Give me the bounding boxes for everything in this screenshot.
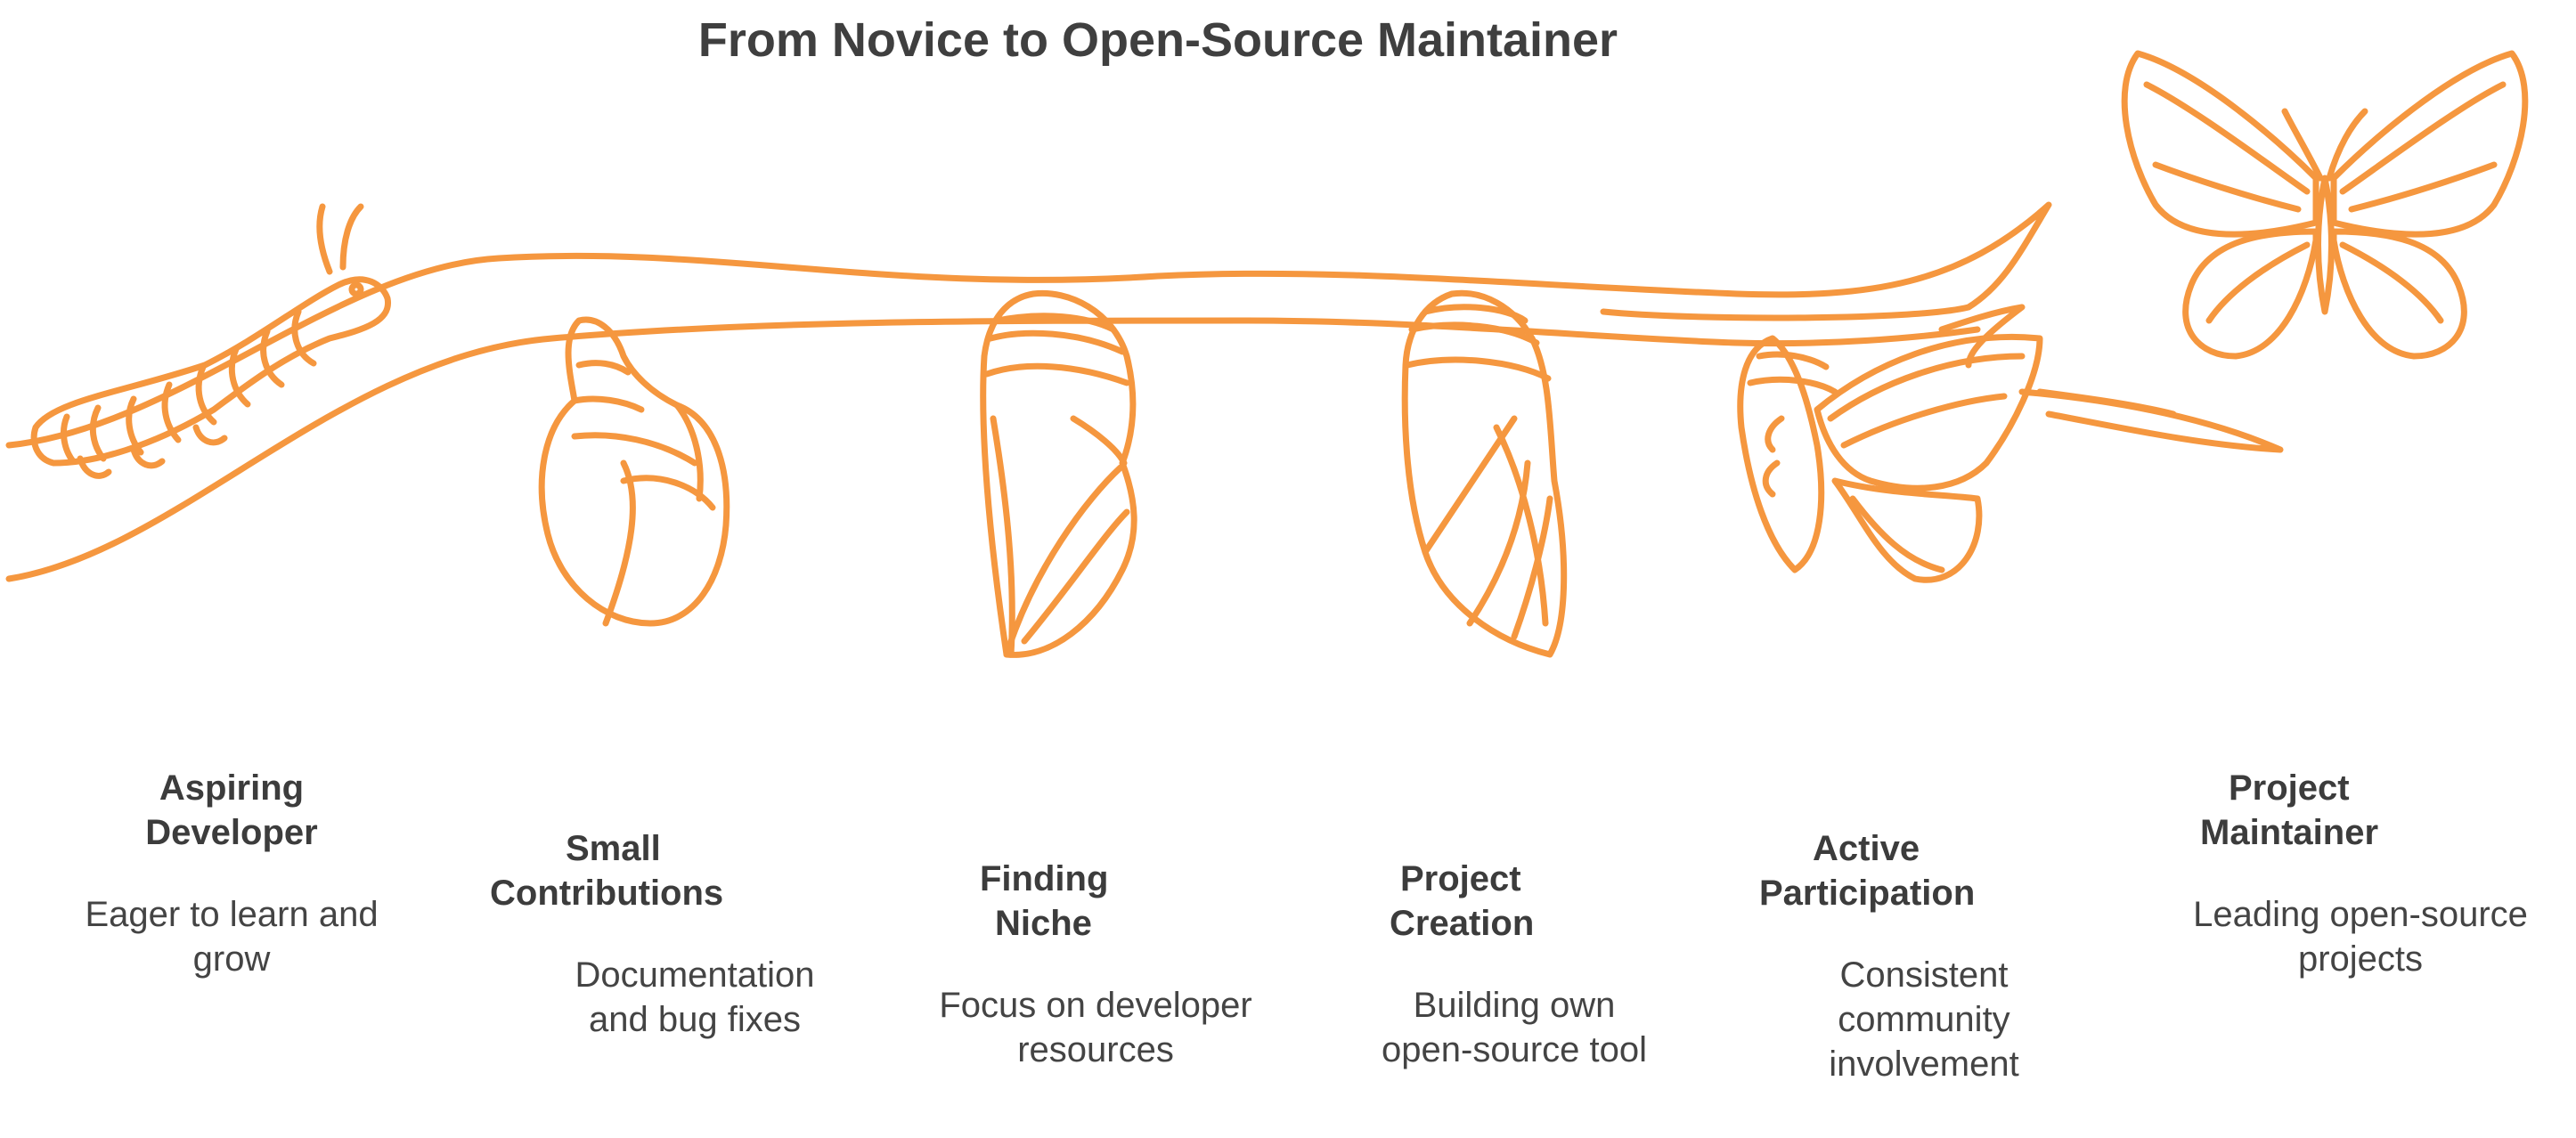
stage-description: Documentation and bug fixes: [575, 955, 815, 1039]
stage-project-maintainer: Project Maintainer Leading open-source p…: [2156, 766, 2565, 981]
stage-small-contributions: Small Contributions Documentation and bu…: [463, 826, 926, 1042]
stage-description: Leading open-source projects: [2193, 895, 2528, 979]
stage-name: Small Contributions: [490, 829, 724, 913]
stage-name: Project Maintainer: [2200, 768, 2379, 852]
stage-description: Consistent community involvement: [1829, 955, 2019, 1084]
curled-pupa-icon: [538, 316, 730, 627]
stage-description: Eager to learn and grow: [85, 895, 379, 979]
stage-project-creation: Project Creation Building own open-sourc…: [1318, 857, 1710, 1072]
diagram-title: From Novice to Open-Source Maintainer: [697, 13, 1618, 67]
stage-name: Active Participation: [1759, 829, 1976, 913]
stage-name: Project Creation: [1390, 859, 1535, 943]
stage-description: Focus on developer resources: [939, 986, 1252, 1069]
chrysalis-icon: [980, 289, 1137, 658]
chrysalis-split-icon: [1401, 289, 1568, 658]
stage-name: Finding Niche: [980, 859, 1109, 943]
caterpillar-icon: [30, 203, 391, 479]
stage-finding-niche: Finding Niche Focus on developer resourc…: [900, 857, 1292, 1072]
stage-aspiring-developer: Aspiring Developer Eager to learn and gr…: [36, 766, 428, 981]
stage-name: Aspiring Developer: [145, 768, 318, 852]
stage-active-participation: Active Participation Consistent communit…: [1728, 826, 2120, 1086]
stage-description: Building own open-source tool: [1382, 986, 1647, 1069]
branch-illustration: [5, 201, 2284, 582]
emerging-butterfly-icon: [1737, 333, 2043, 583]
butterfly-icon: [2121, 50, 2529, 360]
